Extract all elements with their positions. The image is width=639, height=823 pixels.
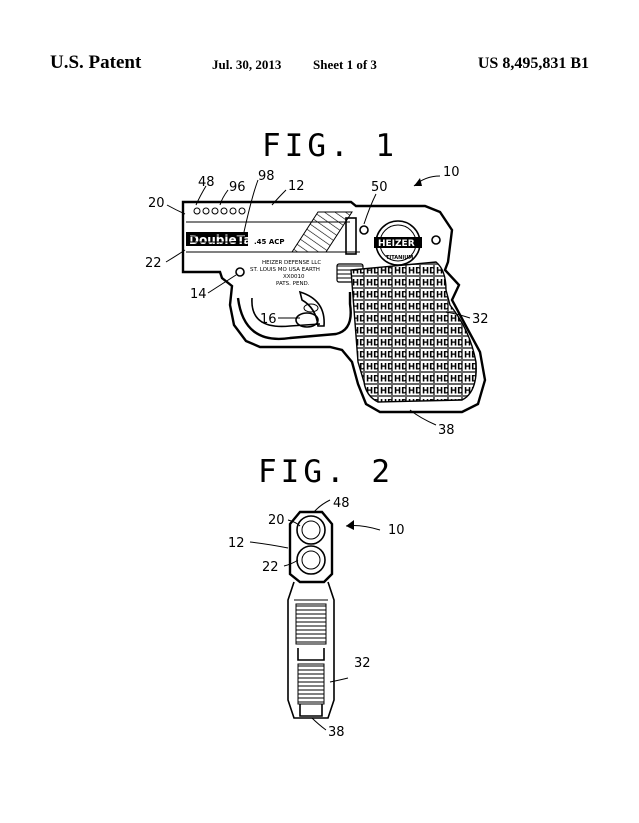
fig1-maker-line1: HEIZER DEFENSE LLC — [262, 260, 321, 266]
fig1-label: FIG. 1 — [262, 128, 398, 164]
svg-text:32: 32 — [472, 312, 489, 327]
svg-text:50: 50 — [371, 180, 388, 195]
fig2-pistol-front-view — [287, 510, 335, 719]
fig1-patent-pending: PATS. PEND. — [276, 281, 310, 287]
svg-text:38: 38 — [328, 725, 345, 740]
fig2-label: FIG. 2 — [258, 454, 394, 490]
patent-number: US 8,495,831 B1 — [477, 55, 589, 72]
svg-text:32: 32 — [354, 656, 371, 671]
patent-date: Jul. 30, 2013 — [212, 57, 282, 72]
svg-text:20: 20 — [148, 196, 165, 211]
fig1-maker-line2: ST. LOUIS MO USA EARTH — [250, 267, 320, 273]
svg-text:10: 10 — [388, 523, 405, 538]
svg-text:38: 38 — [438, 423, 455, 438]
svg-text:12: 12 — [288, 179, 305, 194]
svg-text:96: 96 — [229, 180, 246, 195]
fig1-serial: XX0010 — [283, 274, 305, 280]
svg-text:12: 12 — [228, 536, 245, 551]
fig1-reference-numerals: 48 96 98 12 20 22 14 16 50 10 32 38 — [145, 165, 489, 438]
svg-text:14: 14 — [190, 287, 207, 302]
svg-text:16: 16 — [260, 312, 277, 327]
fig1-sight-dots — [193, 207, 246, 215]
svg-text:10: 10 — [443, 165, 460, 180]
svg-text:TITANIUM: TITANIUM — [386, 255, 413, 261]
svg-text:48: 48 — [198, 175, 215, 190]
svg-text:20: 20 — [268, 513, 285, 528]
patent-header-label: U.S. Patent — [50, 52, 142, 73]
fig1-grip-panel — [350, 261, 477, 403]
svg-text:98: 98 — [258, 169, 275, 184]
fig1-caliber-engraving: .45 ACP — [254, 238, 285, 246]
fig1-pistol-side-view: DoubleTap .45 ACP HEIZER DEFENSE LLC ST.… — [181, 200, 487, 414]
fig2-leaders — [249, 499, 381, 731]
svg-text:HEIZER: HEIZER — [378, 239, 415, 249]
svg-text:22: 22 — [262, 560, 279, 575]
svg-text:HD: HD — [438, 293, 440, 295]
svg-text:48: 48 — [333, 496, 350, 511]
fig1-pin — [235, 267, 245, 277]
fig1-model-engraving: DoubleTap — [189, 233, 260, 247]
fig1-trigger — [298, 290, 325, 327]
sheet-number: Sheet 1 of 3 — [313, 57, 377, 72]
fig2-reference-numerals: 48 20 12 22 10 32 38 — [228, 496, 405, 740]
svg-text:22: 22 — [145, 256, 162, 271]
fig1-logo: HEIZER TITANIUM — [374, 220, 422, 266]
fig1-leaders — [165, 175, 471, 426]
